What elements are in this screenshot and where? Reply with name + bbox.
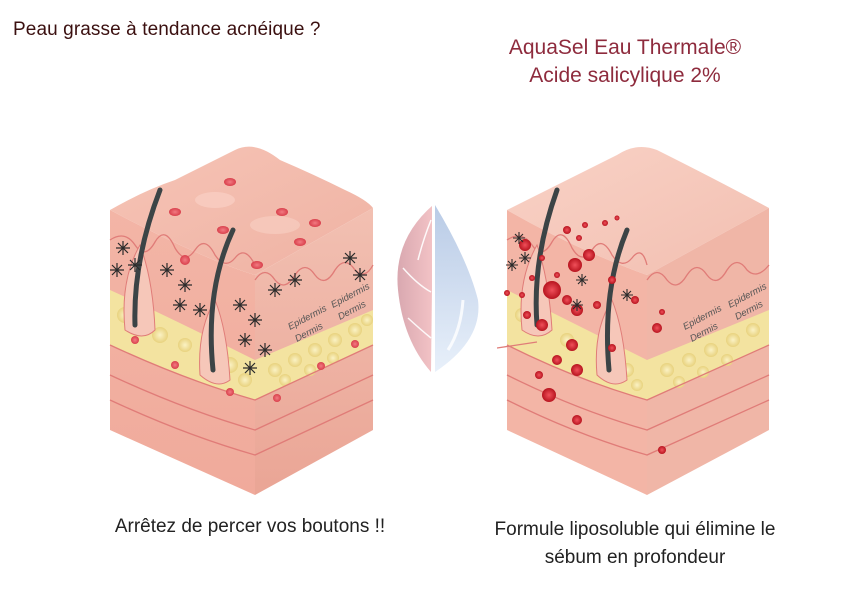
product-ingredient: Acide salicylique 2% <box>529 64 721 87</box>
caption-right-line1: Formule liposoluble qui élimine le <box>494 519 776 540</box>
bacteria-icons <box>110 241 367 375</box>
leaf-drop-icon <box>397 205 479 372</box>
page-title-left: Peau grasse à tendance acnéique ? <box>13 19 321 40</box>
product-name: AquaSel Eau Thermale® <box>508 36 742 59</box>
skin-block-treated-illustration: Epidermis Dermis Epidermis Dermis <box>497 146 770 495</box>
caption-left: Arrêtez de percer vos boutons !! <box>114 516 386 537</box>
caption-right-line2: sébum en profondeur <box>544 547 726 568</box>
skin-block-acne-illustration: Epidermis Dermis Epidermis Dermis <box>109 146 374 495</box>
product-title: AquaSel Eau Thermale® Acide salicylique … <box>470 34 780 90</box>
active-particles <box>504 215 666 454</box>
caption-right: Formule liposoluble qui élimine le sébum… <box>455 516 815 572</box>
